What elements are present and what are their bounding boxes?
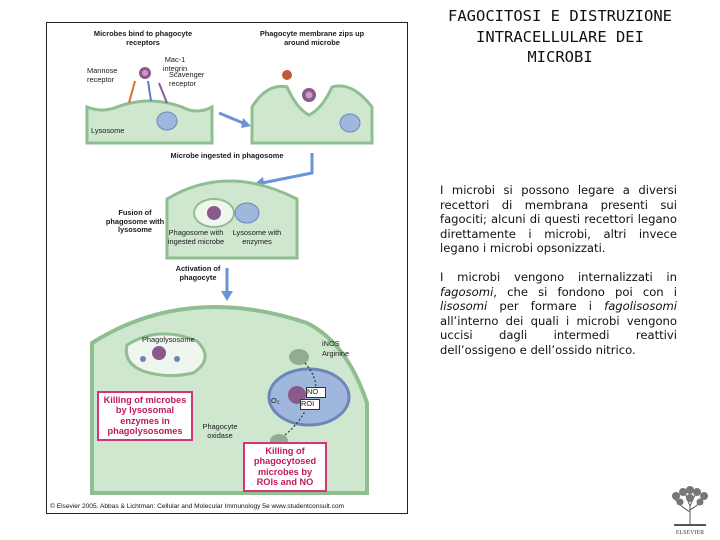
label-mac1: Mac-1 integrin xyxy=(162,55,188,73)
receptor-1 xyxy=(128,80,168,104)
label-phagosome-ingested: Phagosome with ingested microbe xyxy=(167,228,225,246)
label-microbes-bind: Microbes bind to phagocyte receptors xyxy=(93,29,193,47)
phagolysosome-microbe xyxy=(152,346,166,360)
label-scavenger: Scavenger receptor xyxy=(169,70,205,88)
label-activation: Activation of phagocyte xyxy=(175,264,221,282)
microbe-3 xyxy=(282,70,292,80)
arrow-2 xyxy=(261,153,314,185)
paragraph-2-part4: all’interno dei quali i microbi vengono … xyxy=(440,313,677,357)
lysosome-1 xyxy=(156,111,178,131)
lysosome-3 xyxy=(234,202,260,224)
kill-box-lysosomal: Killing of microbes by lysosomal enzymes… xyxy=(97,391,193,441)
phagocytosis-figure: Microbes bind to phagocyte receptors Pha… xyxy=(46,22,408,514)
paragraph-2-text: I microbi vengono internalizzati in fago… xyxy=(440,270,677,358)
label-lysosome-enzymes: Lysosome with enzymes xyxy=(232,228,282,246)
label-o2: O₂ xyxy=(271,396,280,405)
term-fagolisosomi: fagolisosomi xyxy=(604,299,677,314)
label-phagocyte-membrane: Phagocyte membrane zips up around microb… xyxy=(259,29,365,47)
paragraph-1: I microbi si possono legare a diversi re… xyxy=(440,183,677,256)
lysosome-2 xyxy=(339,113,361,133)
paragraph-2-part3: per formare i xyxy=(487,299,605,314)
paragraph-2-part1: I microbi vengono internalizzati in xyxy=(440,270,677,284)
paragraph-2: I microbi vengono internalizzati in fago… xyxy=(440,270,677,358)
arrow-1 xyxy=(218,111,244,125)
label-mannose: Mannose receptor xyxy=(87,66,118,84)
kill-box-roi-no: Killing of phagocytosed microbes by ROIs… xyxy=(243,442,327,492)
figure-credit: © Elsevier 2005. Abbas & Lichtman: Cellu… xyxy=(50,503,345,510)
label-ros: ROI xyxy=(300,399,320,410)
arrow-3-head xyxy=(221,291,233,301)
label-phagolysosome: Phagolysosome xyxy=(142,335,195,344)
label-lysosome: Lysosome xyxy=(91,126,125,135)
paragraph-1-text: I microbi si possono legare a diversi re… xyxy=(440,183,677,256)
ingested-microbe xyxy=(207,206,221,220)
inos-organelle xyxy=(289,349,309,365)
term-fagosomi: fagosomi xyxy=(440,284,494,299)
elsevier-tree-logo-icon: ELSEVIER xyxy=(668,484,712,536)
label-ingested: Microbe ingested in phagosome xyxy=(170,151,284,160)
label-inos: iNOS xyxy=(322,339,340,348)
label-fusion: Fusion of phagosome with lysosome xyxy=(105,208,165,234)
label-arginine: Arginine xyxy=(322,349,350,358)
label-no: NO xyxy=(306,387,326,398)
paragraph-2-part2: , che si fondono poi con i xyxy=(493,284,677,299)
phagocyte-cell-1 xyxy=(85,99,214,145)
label-phagocyte-oxidase: Phagocyte oxidase xyxy=(202,422,238,440)
slide-title: FAGOCITOSI E DISTRUZIONE INTRACELLULARE … xyxy=(448,7,672,66)
microbe-1 xyxy=(139,67,151,79)
arrow-1-head xyxy=(241,118,251,128)
svg-text:ELSEVIER: ELSEVIER xyxy=(676,530,704,536)
term-lisosomi: lisosomi xyxy=(440,299,488,314)
microbe-2 xyxy=(302,88,316,102)
